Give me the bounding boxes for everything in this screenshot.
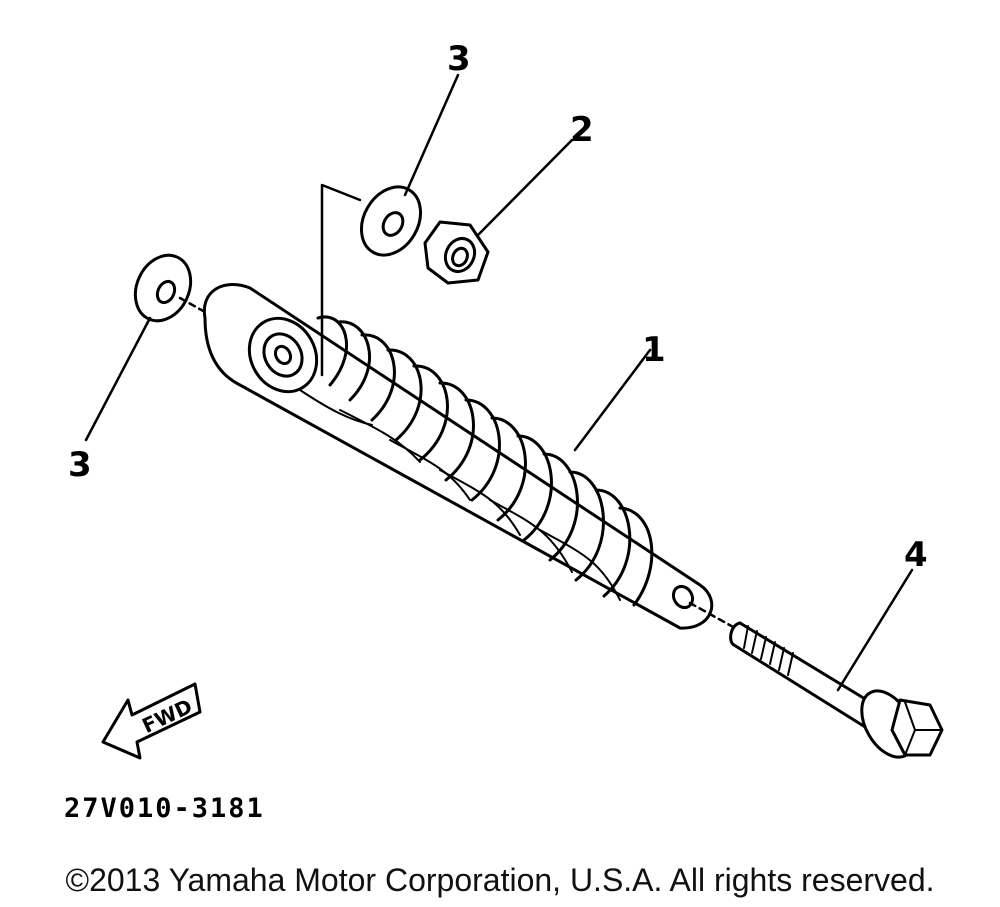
callout-3-top: 3 — [447, 39, 471, 79]
shock-absorber — [202, 283, 714, 630]
fwd-arrow-icon — [101, 682, 202, 760]
copyright-notice: ©2013 Yamaha Motor Corporation, U.S.A. A… — [65, 862, 935, 898]
callout-4: 4 — [904, 535, 928, 575]
washer-left — [133, 253, 193, 323]
callout-3-left: 3 — [68, 445, 92, 485]
washer-top — [359, 185, 423, 257]
callout-2: 2 — [570, 110, 594, 150]
bolt — [729, 621, 944, 759]
leader-lines — [84, 73, 914, 692]
part-code: 27V010-3181 — [64, 793, 265, 824]
nut — [423, 220, 490, 285]
callout-1: 1 — [642, 330, 666, 370]
